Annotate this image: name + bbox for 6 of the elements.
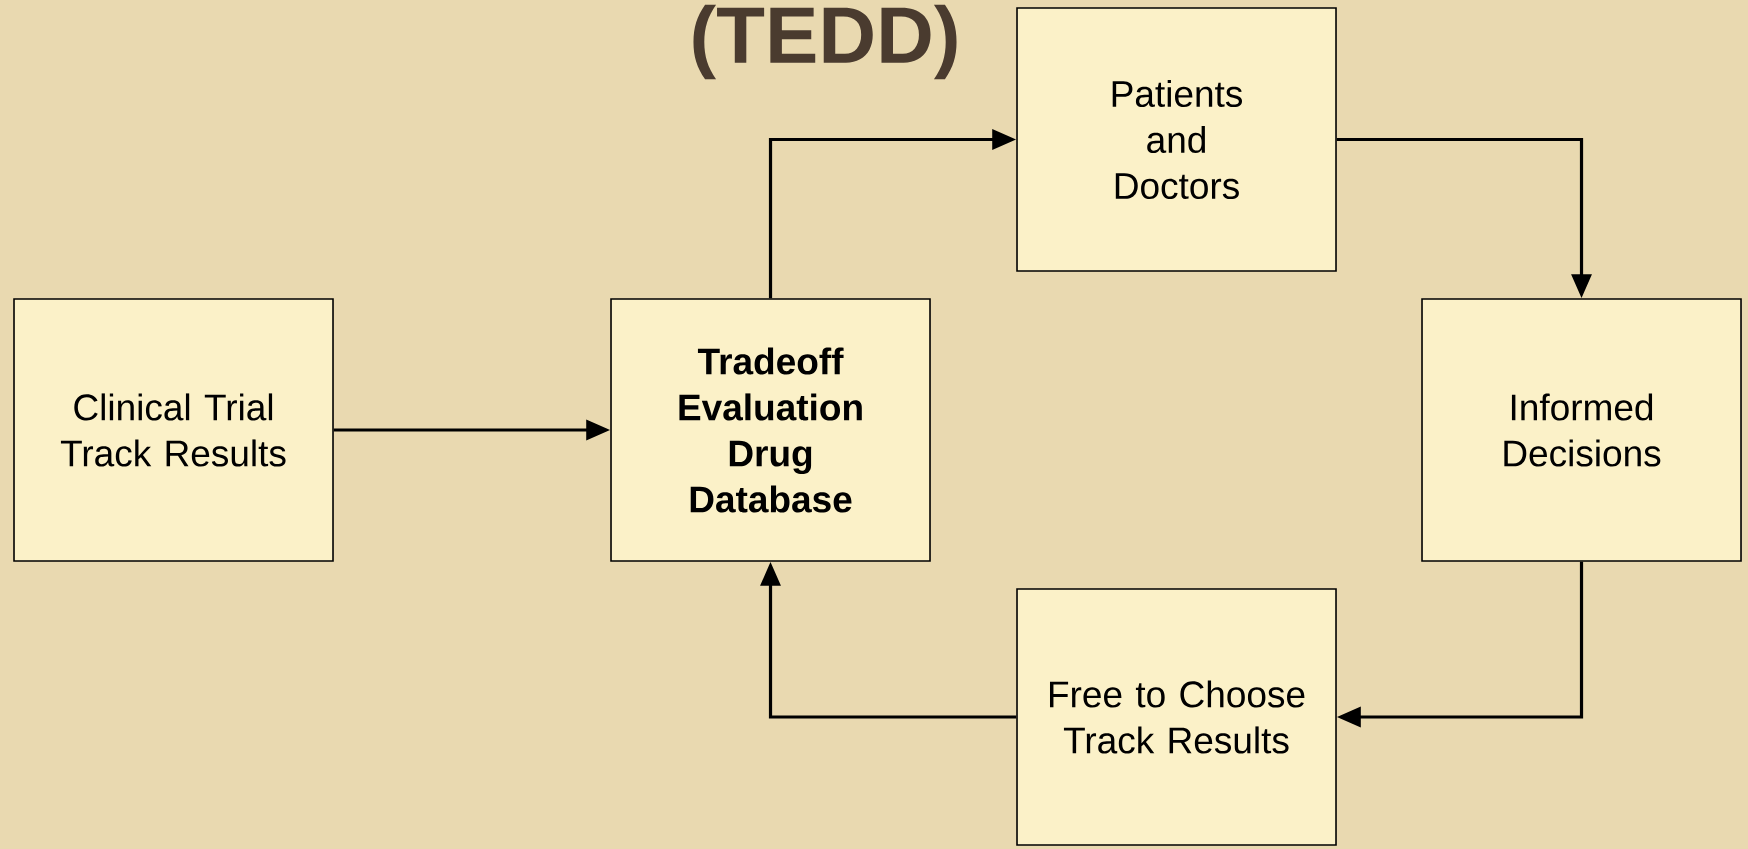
- process-box: Clinical Trial Track Results: [13, 298, 334, 562]
- title: (TEDD): [693, 4, 957, 80]
- process-box: Tradeoff Evaluation Drug Database: [610, 298, 931, 562]
- process-box: Free to Choose Track Results: [1016, 588, 1337, 846]
- process-box: Informed Decisions: [1421, 298, 1742, 562]
- process-box: Patients and Doctors: [1016, 7, 1337, 272]
